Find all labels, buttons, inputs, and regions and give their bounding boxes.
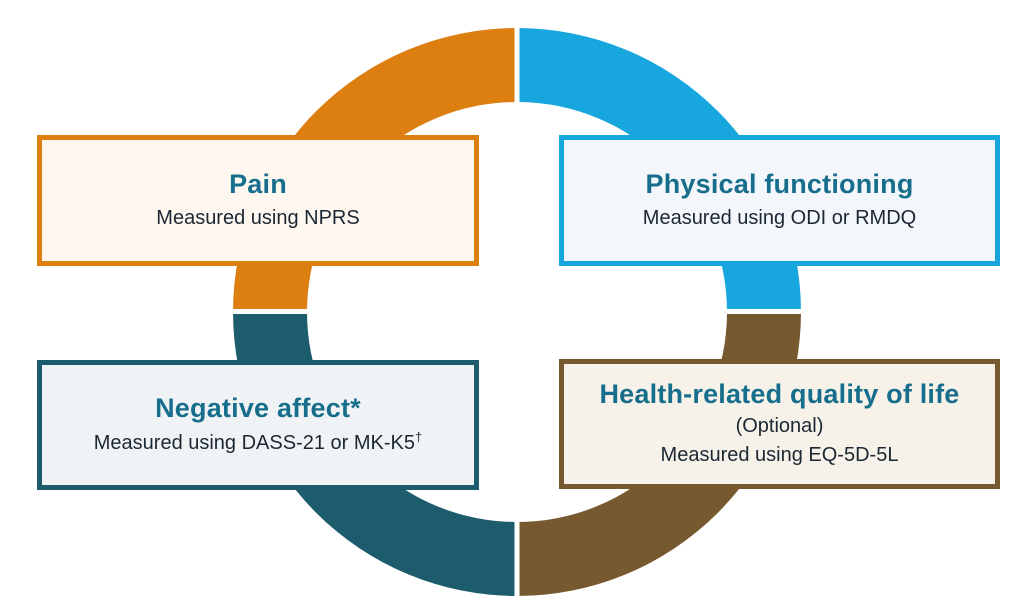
hrqol-box-measure: Measured using EQ-5D-5L — [661, 443, 899, 468]
pain-box-title: Pain — [229, 168, 287, 199]
negative-affect-box-measure: Measured using DASS-21 or MK-K5† — [93, 429, 423, 456]
ring-gap-left — [229, 309, 311, 314]
ring-gap-right — [723, 309, 805, 314]
negative-affect-box-title: Negative affect* — [155, 393, 361, 424]
hrqol-box-title: Health-related quality of life — [599, 379, 960, 410]
pain-box-measure-text: Measured using NPRS — [156, 207, 360, 230]
hrqol-box-note: (Optional) — [735, 414, 824, 437]
pain-box-measure: Measured using NPRS — [156, 206, 359, 231]
hrqol-box-measure-text: Measured using EQ-5D-5L — [660, 443, 899, 466]
negative-affect-box-measure-sup: † — [415, 429, 423, 445]
negative-affect-box-measure-text: Measured using DASS-21 or MK-K5 — [93, 431, 415, 454]
physical-functioning-box: Physical functioning Measured using ODI … — [559, 135, 1000, 266]
negative-affect-box: Negative affect* Measured using DASS-21 … — [37, 360, 479, 490]
physical-functioning-box-title: Physical functioning — [645, 168, 914, 199]
pain-box: Pain Measured using NPRS — [37, 135, 479, 266]
ring-gap-top — [514, 24, 520, 106]
physical-functioning-box-measure-text: Measured using ODI or RMDQ — [642, 207, 917, 230]
hrqol-box: Health-related quality of life (Optional… — [559, 359, 1000, 489]
ring-gap-bottom — [514, 518, 520, 602]
physical-functioning-box-measure: Measured using ODI or RMDQ — [643, 206, 916, 231]
